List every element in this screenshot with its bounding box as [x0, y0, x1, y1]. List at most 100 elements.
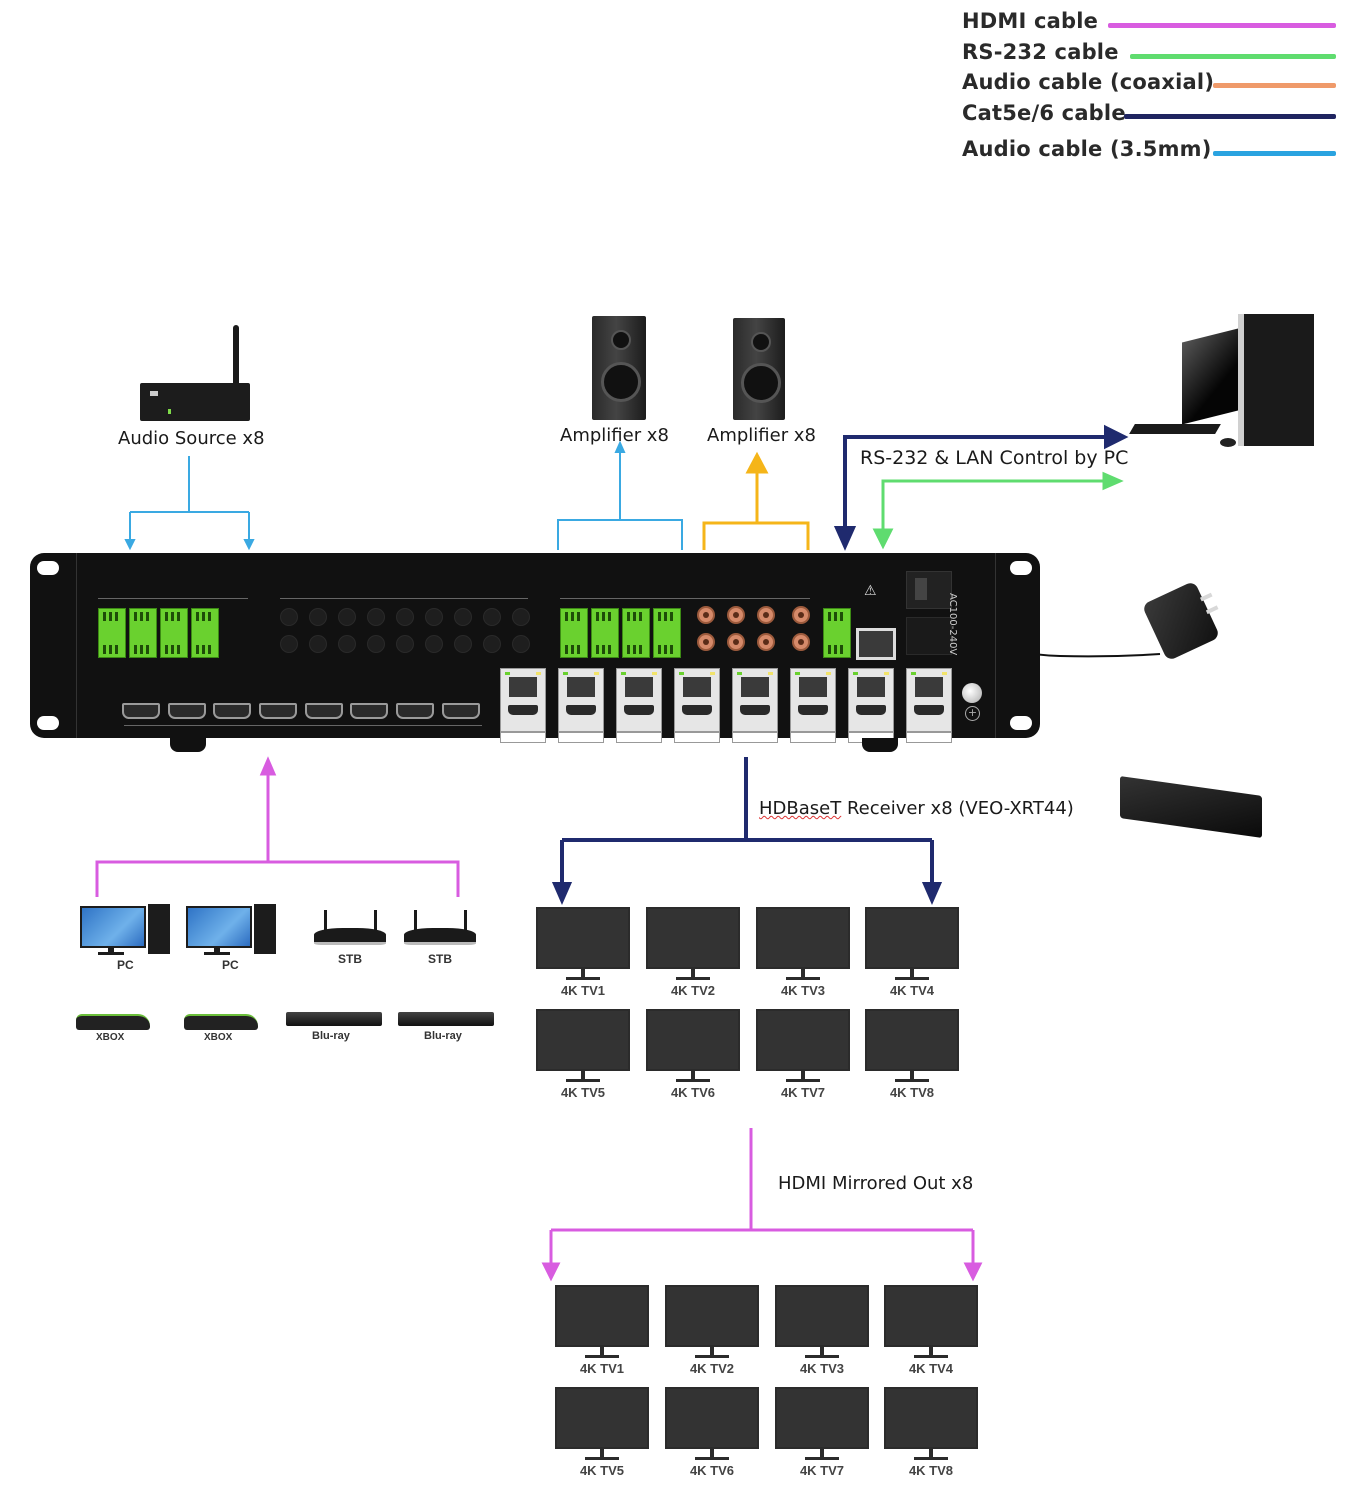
rack-ear-hole — [37, 561, 59, 575]
tv-display: 4K TV2 — [665, 1285, 759, 1376]
tv-label: 4K TV3 — [780, 983, 826, 998]
tv-display: 4K TV6 — [665, 1387, 759, 1478]
antenna-icon — [233, 325, 239, 387]
hdbaset-word: HDBaseT — [759, 798, 842, 819]
tv-display: 4K TV6 — [646, 1009, 740, 1100]
hdbaset-out-port — [616, 668, 662, 743]
hdbaset-out-port — [906, 668, 952, 743]
legend-coax-label: Audio cable (coaxial) — [962, 70, 1215, 94]
hdbaset-out-port — [732, 668, 778, 743]
hdbaset-out-port — [674, 668, 720, 743]
matrix-switcher-device: ⚠ AC100-240V + — [30, 553, 1040, 743]
tv-display: 4K TV4 — [884, 1285, 978, 1376]
hdmi-input-connection — [95, 756, 460, 897]
hdbaset-receiver-label: HDBaseT Receiver x8 (VEO-XRT44) — [759, 798, 1074, 819]
tv-screen — [536, 1009, 630, 1071]
tv-label: 4K TV4 — [908, 1361, 954, 1376]
hdbaset-receiver-suffix: Receiver x8 (VEO-XRT44) — [841, 798, 1074, 819]
rack-foot — [862, 738, 898, 752]
analog-audio-out-port — [560, 608, 588, 658]
analog-audio-out-port — [653, 608, 681, 658]
legend-cat-label: Cat5e/6 cable — [962, 101, 1126, 125]
hdmi-in-port — [305, 703, 343, 719]
tv-display: 4K TV8 — [865, 1009, 959, 1100]
analog-audio-in-port — [98, 608, 126, 658]
tv-screen — [665, 1285, 759, 1347]
tv-display: 4K TV2 — [646, 907, 740, 998]
speaker-2-icon — [733, 318, 785, 420]
ir-label-line — [280, 598, 528, 599]
amplifier-1-connection — [557, 440, 683, 550]
tv-display: 4K TV1 — [555, 1285, 649, 1376]
rs232-connection — [872, 471, 1124, 550]
tv-label: 4K TV2 — [670, 983, 716, 998]
tv-label: 4K TV1 — [560, 983, 606, 998]
hdbaset-out-port — [558, 668, 604, 743]
tv-screen — [884, 1387, 978, 1449]
tv-screen — [555, 1387, 649, 1449]
analog-audio-in-port — [191, 608, 219, 658]
source-label: PC — [222, 958, 239, 972]
hdmi-in-port — [350, 703, 388, 719]
audio-source-body — [140, 383, 250, 421]
legend-rs232-line — [1130, 54, 1336, 59]
speaker-1-icon — [592, 316, 646, 420]
amplifier-1-label: Amplifier x8 — [560, 425, 669, 446]
analog-audio-in-port — [129, 608, 157, 658]
warning-icon: ⚠ — [864, 583, 877, 599]
source-label: STB — [338, 952, 362, 966]
ground-icon: + — [965, 706, 980, 721]
analog-audio-out-port — [622, 608, 650, 658]
tv-display: 4K TV7 — [775, 1387, 869, 1478]
analog-audio-in-port — [160, 608, 188, 658]
tv-screen — [555, 1285, 649, 1347]
tv-label: 4K TV6 — [670, 1085, 716, 1100]
tv-screen — [646, 907, 740, 969]
source-label: Blu-ray — [424, 1030, 462, 1042]
tv-display: 4K TV5 — [555, 1387, 649, 1478]
tv-display: 4K TV3 — [756, 907, 850, 998]
tv-screen — [865, 907, 959, 969]
legend-audio35-line — [1213, 151, 1336, 156]
power-rating-label: AC100-240V — [947, 593, 958, 656]
rack-ear-hole — [1010, 716, 1032, 730]
audio-source-label: Audio Source x8 — [118, 428, 265, 449]
control-pc-icon — [1129, 312, 1320, 457]
spdif-coax-port — [727, 606, 745, 624]
spdif-coax-port — [757, 606, 775, 624]
spdif-coax-port — [697, 633, 715, 651]
control-label: RS-232 & LAN Control by PC — [860, 447, 1129, 469]
tv-label: 4K TV7 — [780, 1085, 826, 1100]
hdbaset-out-port — [790, 668, 836, 743]
source-label: STB — [428, 952, 452, 966]
power-switch[interactable] — [906, 571, 952, 609]
audio-source-connection — [124, 456, 255, 551]
tv-screen — [884, 1285, 978, 1347]
hdbaset-out-port — [500, 668, 546, 743]
tv-label: 4K TV1 — [579, 1361, 625, 1376]
tv-label: 4K TV3 — [799, 1361, 845, 1376]
spdif-coax-port — [697, 606, 715, 624]
lan-connection — [833, 424, 1129, 551]
tv-display: 4K TV5 — [536, 1009, 630, 1100]
tv-display: 4K TV4 — [865, 907, 959, 998]
audio-source-device — [140, 325, 252, 425]
legend-hdmi-line — [1108, 23, 1336, 28]
tv-label: 4K TV8 — [908, 1463, 954, 1478]
hdmi-in-port — [213, 703, 251, 719]
xbox-source-icon — [184, 1014, 258, 1030]
tv-screen — [646, 1009, 740, 1071]
tv-label: 4K TV2 — [689, 1361, 735, 1376]
legend-coax-line — [1213, 83, 1336, 88]
tv-label: 4K TV5 — [579, 1463, 625, 1478]
tv-screen — [775, 1387, 869, 1449]
rack-ear-hole — [37, 716, 59, 730]
pc-mouse — [1220, 438, 1236, 447]
rack-ear-hole — [1010, 561, 1032, 575]
hdbaset-out-port — [848, 668, 894, 743]
spdif-coax-port — [757, 633, 775, 651]
tv-screen — [756, 907, 850, 969]
tv-label: 4K TV6 — [689, 1463, 735, 1478]
tv-label: 4K TV8 — [889, 1085, 935, 1100]
